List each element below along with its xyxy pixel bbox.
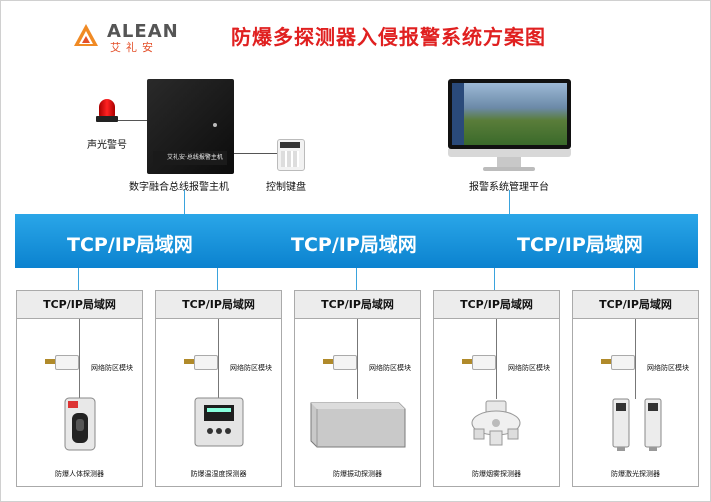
panel-header: TCP/IP局域网 (295, 291, 420, 319)
panel-link (357, 319, 358, 399)
network-module-icon (601, 355, 643, 370)
bus-label-right: TCP/IP局域网 (517, 234, 643, 256)
module-label: 网络防区模块 (91, 364, 133, 372)
zone-panel-5: TCP/IP局域网 网络防区模块 防爆激光探测器 (572, 290, 699, 487)
module-label: 网络防区模块 (230, 364, 272, 372)
zone-panel-2: TCP/IP局域网 网络防区模块 防爆温湿度探测器 (155, 290, 282, 487)
temp-humidity-detector-icon (194, 397, 244, 447)
keypad-label: 控制键盘 (266, 182, 306, 193)
bus-label-center: TCP/IP局域网 (291, 234, 417, 256)
module-label: 网络防区模块 (369, 364, 411, 372)
monitor-foot (483, 167, 535, 171)
pir-detector-icon (64, 397, 96, 451)
siren-label: 声光警号 (87, 140, 127, 151)
smoke-detector-icon (471, 400, 521, 446)
network-module-icon (45, 355, 87, 370)
monitor-chin (448, 149, 571, 157)
network-module-icon (462, 355, 504, 370)
bus-label-left: TCP/IP局域网 (67, 234, 193, 256)
panel-link (496, 319, 497, 399)
detector-label: 防爆烟雾探测器 (472, 470, 521, 478)
detector-label: 防爆人体探测器 (55, 470, 104, 478)
detector-label: 防爆振动探测器 (333, 470, 382, 478)
module-label: 网络防区模块 (647, 364, 689, 372)
panel-link (218, 319, 219, 399)
siren-icon (99, 99, 115, 117)
network-module-icon (323, 355, 365, 370)
bus-link-2 (217, 268, 218, 291)
siren-link (118, 120, 147, 121)
platform-label: 报警系统管理平台 (469, 182, 549, 193)
keypad-keys (281, 151, 299, 167)
bus-link-3 (356, 268, 357, 291)
brand-name-cn: 艾礼安 (110, 41, 158, 54)
network-module-icon (184, 355, 226, 370)
page-title: 防爆多探测器入侵报警系统方案图 (231, 25, 546, 49)
vibration-detector-icon (310, 402, 406, 448)
panel-header: TCP/IP局域网 (17, 291, 142, 319)
host-plate: 艾礼安·总线报警主机 (153, 151, 227, 165)
zone-panel-1: TCP/IP局域网 网络防区模块 防爆人体探测器 (16, 290, 143, 487)
laser-detector-icon (612, 398, 662, 451)
alarm-host-label: 数字融合总线报警主机 (129, 182, 229, 193)
tcpip-network-bus (15, 214, 698, 268)
monitor-stand (497, 157, 521, 167)
bus-link-4 (494, 268, 495, 291)
monitor-sidebar (452, 83, 464, 145)
panel-header: TCP/IP局域网 (156, 291, 281, 319)
panel-link (635, 319, 636, 399)
platform-bus-link (509, 190, 510, 214)
detector-label: 防爆温湿度探测器 (190, 470, 247, 478)
siren-base (96, 116, 118, 122)
keypad-link (234, 153, 277, 154)
bus-link-5 (634, 268, 635, 291)
detector-label: 防爆激光探测器 (611, 470, 660, 478)
zone-panel-3: TCP/IP局域网 网络防区模块 防爆振动探测器 (294, 290, 421, 487)
host-bus-link (184, 190, 185, 214)
keypad-screen (280, 142, 300, 148)
host-lock (213, 123, 217, 127)
panel-header: TCP/IP局域网 (434, 291, 559, 319)
panel-header: TCP/IP局域网 (573, 291, 698, 319)
zone-panel-4: TCP/IP局域网 网络防区模块 防爆烟雾探测器 (433, 290, 560, 487)
alean-logo-icon (74, 24, 98, 46)
panel-link (79, 319, 80, 399)
monitor-screen (452, 83, 567, 145)
brand-name-en: ALEAN (107, 21, 179, 42)
bus-link-1 (78, 268, 79, 291)
module-label: 网络防区模块 (508, 364, 550, 372)
